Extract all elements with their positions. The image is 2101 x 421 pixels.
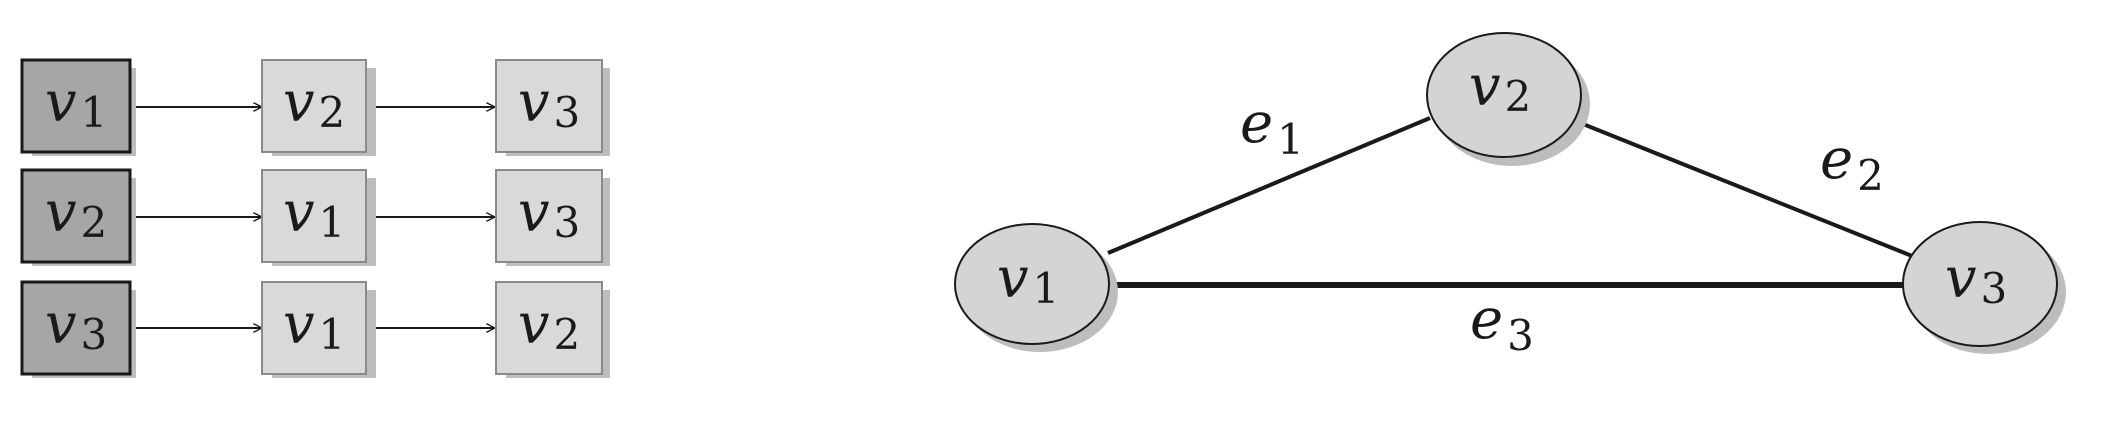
node-label: v3 [1945, 246, 2007, 314]
node-circle [1426, 32, 1582, 158]
head-cell-label: v2 [45, 180, 107, 248]
node-v2: v2 [1426, 32, 1590, 166]
neighbor-cell [495, 281, 603, 375]
neighbor-cell-label: v2 [518, 292, 580, 360]
adjacency-list: v1 v2 v3 v2 v1 v3 [20, 58, 610, 378]
node-label: v2 [1469, 54, 1531, 122]
neighbor-cell-label: v3 [518, 70, 580, 138]
node-v1: v1 [954, 223, 1118, 352]
adjacency-row-v3: v3 v1 v2 [20, 280, 610, 378]
edge-label-e1: e1 [1240, 91, 1304, 164]
head-cell [20, 168, 132, 264]
neighbor-cell-label: v2 [283, 70, 345, 138]
node-circle [954, 223, 1110, 345]
neighbor-cell [495, 59, 603, 153]
neighbor-cell-label: v1 [283, 292, 345, 360]
head-cell-label: v1 [45, 70, 107, 138]
node-circle [1902, 221, 2058, 347]
adjacency-row-v1: v1 v2 v3 [20, 58, 610, 156]
adjacency-row-v2: v2 v1 v3 [20, 168, 610, 266]
neighbor-cell [261, 59, 367, 153]
edge-label-e2: e2 [1820, 127, 1884, 200]
graph: e1 e2 e3 v1 v2 v3 [954, 32, 2066, 360]
node-v3: v3 [1902, 221, 2066, 354]
neighbor-cell [495, 169, 603, 263]
head-cell [20, 58, 132, 154]
head-cell [20, 280, 132, 376]
edge-e2 [1572, 118, 1918, 260]
node-label: v1 [997, 246, 1059, 314]
neighbor-cell-label: v3 [518, 180, 580, 248]
edge-label-e3: e3 [1470, 287, 1534, 360]
edge-e1 [1107, 116, 1431, 255]
neighbor-cell [261, 281, 367, 375]
head-cell-label: v3 [45, 292, 107, 360]
neighbor-cell-label: v1 [283, 180, 345, 248]
neighbor-cell [261, 169, 367, 263]
